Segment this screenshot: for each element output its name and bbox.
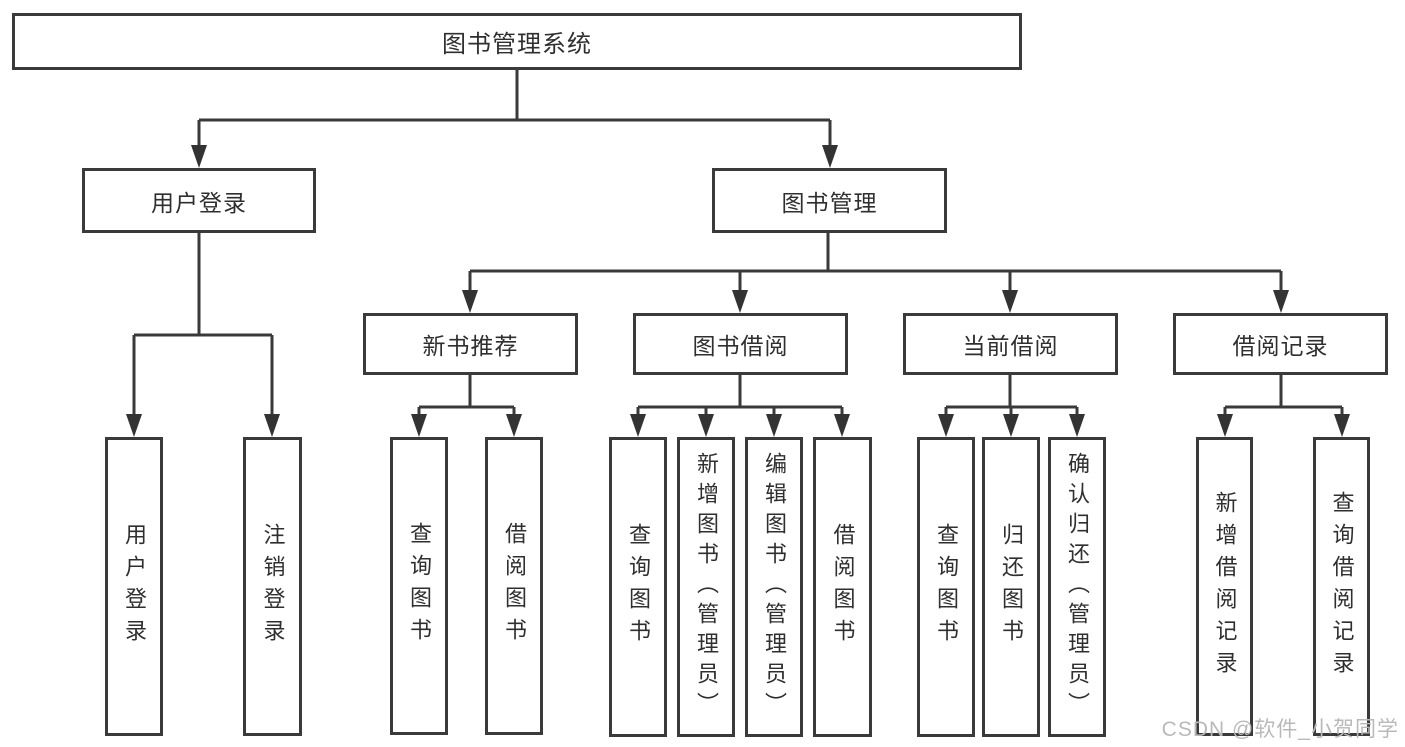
node-new-book-recommend: 新书推荐 — [363, 313, 578, 375]
leaf-bb-borrow-books: 借阅图书 — [813, 437, 872, 737]
leaf-br-query-borrow-record: 查询借阅记录 — [1313, 437, 1370, 736]
node-label: 图书借阅 — [692, 333, 789, 359]
leaf-cb-return-books: 归还图书 — [982, 437, 1040, 737]
node-book-borrow: 图书借阅 — [633, 313, 848, 375]
node-current-borrow: 当前借阅 — [903, 313, 1118, 375]
node-label: 当前借阅 — [962, 333, 1059, 359]
node-book-management: 图书管理 — [712, 168, 947, 233]
node-user-login: 用户登录 — [82, 168, 316, 233]
leaf-cb-confirm-return-admin: 确认归还（管理员） — [1048, 437, 1106, 737]
leaf-bb-query-books: 查询图书 — [609, 437, 667, 737]
leaf-user-login: 用户登录 — [105, 437, 163, 736]
node-label: 确认归还（管理员） — [1065, 452, 1090, 722]
node-label: 新书推荐 — [422, 333, 519, 359]
node-label: 查询图书 — [407, 522, 432, 650]
node-label: 编辑图书（管理员） — [762, 452, 787, 722]
node-label: 借阅记录 — [1232, 333, 1329, 359]
node-label: 新增借阅记录 — [1212, 490, 1238, 683]
leaf-nbr-borrow-books: 借阅图书 — [485, 437, 543, 735]
node-label: 借阅图书 — [502, 522, 527, 650]
node-label: 借阅图书 — [830, 523, 856, 651]
node-label: 查询借阅记录 — [1329, 490, 1355, 683]
leaf-br-add-borrow-record: 新增借阅记录 — [1196, 437, 1253, 736]
node-label: 图书管理 — [781, 189, 878, 216]
node-label: 图书管理系统 — [442, 31, 592, 58]
leaf-bb-add-books-admin: 新增图书（管理员） — [677, 437, 735, 737]
node-label: 新增图书（管理员） — [694, 452, 719, 722]
leaf-nbr-query-books: 查询图书 — [390, 437, 448, 735]
node-label: 查询图书 — [934, 523, 959, 651]
node-label: 注销登录 — [260, 522, 286, 651]
leaf-bb-edit-books-admin: 编辑图书（管理员） — [745, 437, 803, 737]
node-label: 归还图书 — [999, 523, 1024, 651]
leaf-cb-query-books: 查询图书 — [917, 437, 975, 737]
node-label: 查询图书 — [626, 523, 651, 651]
node-borrow-records: 借阅记录 — [1173, 313, 1388, 375]
node-label: 用户登录 — [151, 189, 247, 216]
node-label: 用户登录 — [122, 522, 147, 651]
watermark: CSDN @软件_小贺同学 — [1161, 718, 1399, 741]
node-library-management-system: 图书管理系统 — [12, 13, 1022, 70]
leaf-logout-login: 注销登录 — [243, 437, 302, 736]
